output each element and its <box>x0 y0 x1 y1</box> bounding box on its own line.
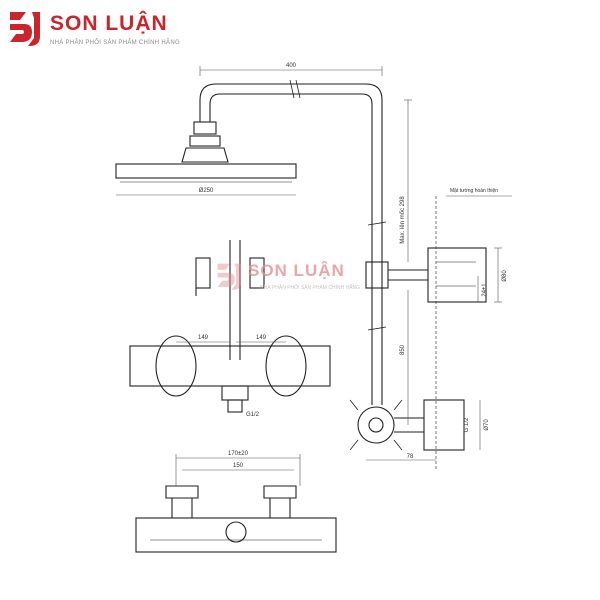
dim-max-height: Max. lên mốc 298 <box>400 196 406 244</box>
dim-bracket-spacing: Ø80 <box>502 270 508 282</box>
dim-inlet-thread: G 1/2 <box>464 417 470 432</box>
dim-inlet-range: 170±20 <box>228 451 249 457</box>
brand-name: SON LUẬN <box>50 12 168 35</box>
watermark: SON LUẬN NHÀ PHÂN PHỐI SẢN PHẨM CHÍNH HÃ… <box>210 255 380 300</box>
dim-valve-left: 149 <box>198 335 209 341</box>
mixer-left-handle <box>155 335 197 397</box>
upper-wall-bracket <box>365 261 389 289</box>
lower-valve-knob <box>357 406 395 444</box>
dim-arm-length: 400 <box>286 63 297 69</box>
dim-bracket-depth: 24±1 <box>482 283 488 297</box>
dim-valve-right: 149 <box>256 335 267 341</box>
watermark-name: SON LUẬN <box>248 261 345 280</box>
mixer-right-handle <box>265 335 307 397</box>
shower-head-swivel <box>193 121 217 135</box>
watermark-tagline: NHÀ PHÂN PHỐI SẢN PHẨM CHÍNH HÃNG <box>260 285 361 291</box>
overhead-arm-pipe <box>199 83 383 262</box>
shower-head <box>115 163 297 179</box>
brand-tagline: NHÀ PHÂN PHỐI SẢN PHẨM CHÍNH HÃNG <box>50 40 180 46</box>
dim-head-diameter: Ø250 <box>199 188 214 194</box>
dim-connector-height: Ø70 <box>484 419 490 431</box>
mixer-top-view <box>135 517 337 553</box>
brand-logo[interactable]: SON LUẬN NHÀ PHÂN PHỐI SẢN PHẨM CHÍNH HÃ… <box>0 0 300 60</box>
watermark-mark-icon <box>217 263 241 290</box>
dim-bottom-offset: 78 <box>407 454 414 460</box>
brand-mark-icon <box>10 12 40 46</box>
dim-wall-note: Mặt tường hoàn thiện <box>450 188 498 194</box>
dim-riser-height: 850 <box>400 344 406 355</box>
dim-outlet-thread: G1/2 <box>246 412 260 418</box>
dim-inlet-spacing: 150 <box>233 463 244 469</box>
